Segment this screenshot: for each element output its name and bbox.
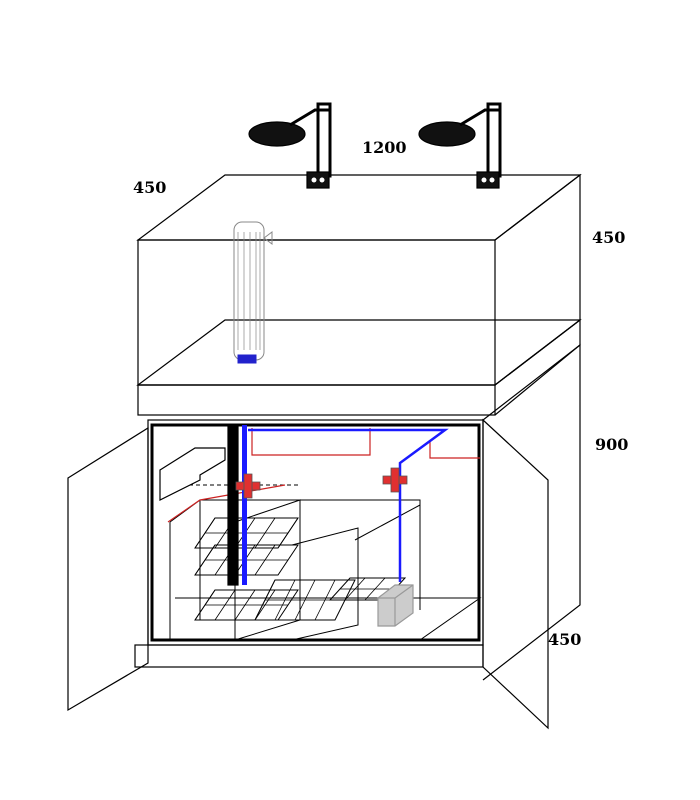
cabinet-height-label: 900	[595, 435, 629, 454]
tank-length-label: 1200	[362, 138, 407, 157]
ball-valve-icon	[235, 473, 261, 499]
drain-pipe	[227, 424, 239, 586]
right-door	[482, 418, 549, 730]
return-pipe	[242, 425, 449, 585]
left-door	[67, 426, 149, 712]
display-tank	[136, 173, 582, 386]
tank-depth-label: 450	[133, 178, 167, 197]
tank-height-label: 450	[592, 228, 626, 247]
stand-top	[136, 318, 582, 416]
pendant-light-icon	[418, 102, 502, 189]
ball-valve-icon	[382, 467, 408, 493]
cabinet	[134, 343, 581, 681]
sump	[168, 484, 482, 641]
overflow-lines	[167, 428, 480, 523]
sump-shelf	[159, 447, 226, 501]
return-pump-icon	[377, 584, 414, 627]
cabinet-depth-label: 450	[548, 630, 582, 649]
tube-heater-icon	[233, 221, 273, 364]
pendant-light-icon	[248, 102, 332, 189]
